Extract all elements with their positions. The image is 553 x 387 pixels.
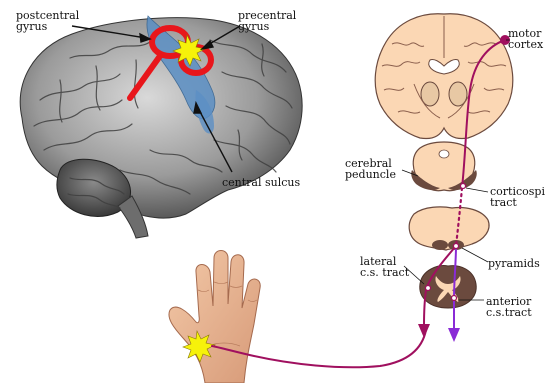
label-precentral-gyrus: precentral gyrus <box>238 10 296 32</box>
anterior-tract-arrowhead <box>448 328 460 342</box>
label-motor-cortex: motor cortex <box>508 28 543 50</box>
label-lateral-cs-tract: lateral c.s. tract <box>360 256 409 278</box>
label-central-sulcus: central sulcus <box>222 177 300 188</box>
aqueduct <box>439 150 449 158</box>
hand-shape <box>169 251 260 384</box>
medulla-section <box>409 207 489 250</box>
label-corticospinal-tract: corticospi tract <box>490 186 545 208</box>
midbrain-section <box>411 142 477 191</box>
label-anterior-cs-tract: anterior c.s.tract <box>486 296 532 318</box>
coronal-section <box>375 14 513 139</box>
label-cerebral-peduncle: cerebral peduncle <box>345 158 396 180</box>
label-pyramids: pyramids <box>488 258 540 269</box>
hand-illustration <box>169 251 260 384</box>
label-postcentral-gyrus: postcentral gyrus <box>16 10 79 32</box>
pyramid-left <box>432 240 448 250</box>
brain-photo <box>20 16 302 238</box>
